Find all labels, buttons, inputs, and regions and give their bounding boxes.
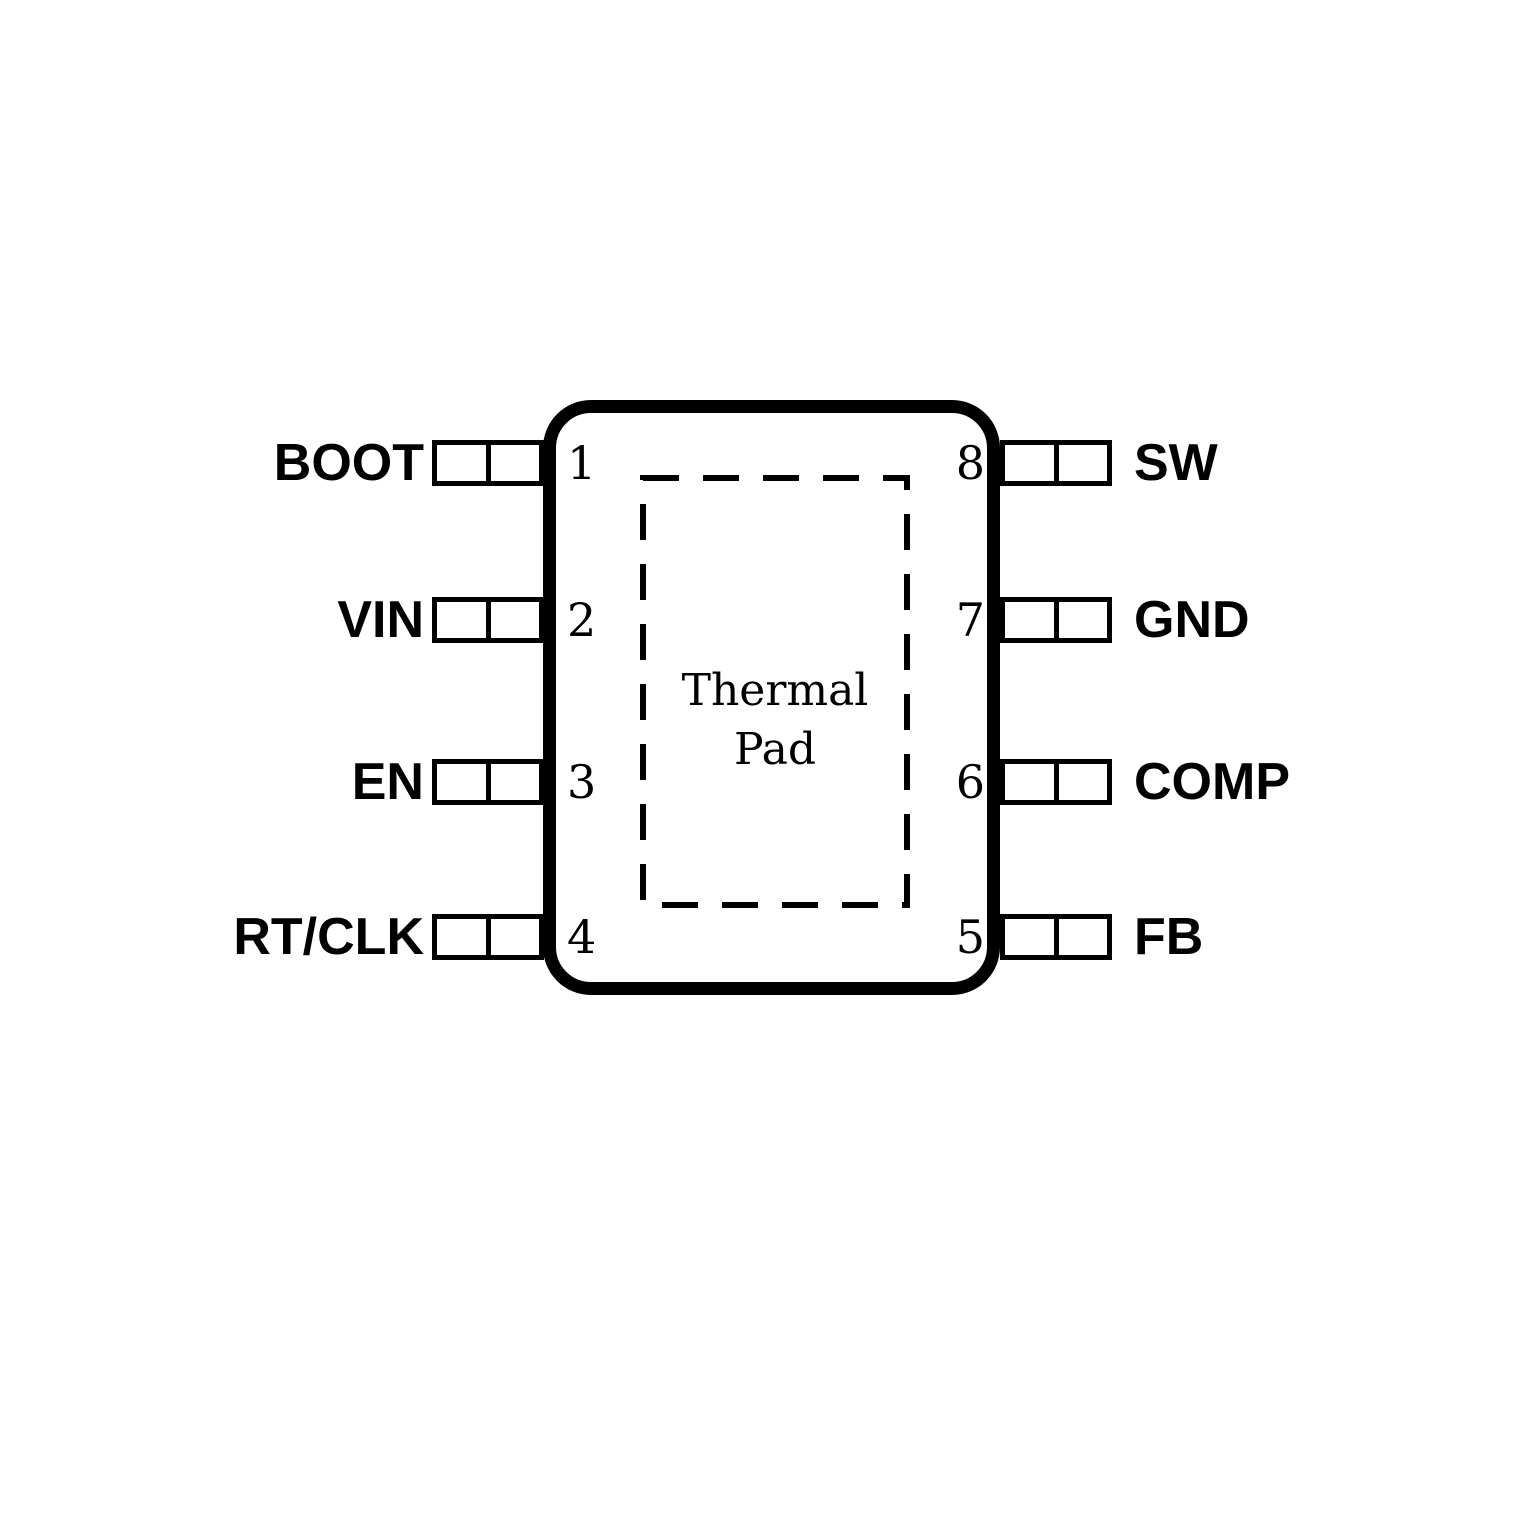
pin-label-boot: BOOT — [273, 434, 424, 492]
pin-pad-4-inner — [485, 919, 540, 955]
pin-pad-3 — [432, 759, 544, 805]
pin-number-6: 6 — [955, 755, 985, 809]
pin-pad-6-inner — [1005, 764, 1054, 800]
pin-number-3: 3 — [567, 755, 597, 809]
pin-pad-4-outer — [437, 919, 486, 955]
pin-pad-3-inner — [485, 764, 540, 800]
pin-number-1: 1 — [567, 436, 597, 490]
pin-pad-8 — [1000, 440, 1112, 486]
pin-pad-6 — [1000, 759, 1112, 805]
pin-pad-7 — [1000, 597, 1112, 643]
pin-label-vin: VIN — [337, 591, 424, 649]
pin-number-7: 7 — [955, 593, 985, 647]
pin-pad-7-inner — [1005, 602, 1054, 638]
pin-pad-2 — [432, 597, 544, 643]
pin-label-gnd: GND — [1134, 591, 1250, 649]
pin-number-4: 4 — [567, 910, 597, 964]
ic-package-body — [543, 400, 1000, 995]
pin-number-5: 5 — [955, 910, 985, 964]
thermal-pad-label: Thermal Pad — [681, 664, 869, 775]
thermal-pad-outline — [640, 475, 910, 908]
pin-pad-8-outer — [1053, 445, 1108, 481]
pin-pad-6-outer — [1053, 764, 1108, 800]
pin-pad-4 — [432, 914, 544, 960]
pin-label-fb: FB — [1134, 908, 1204, 966]
pin-number-8: 8 — [955, 436, 985, 490]
pin-pad-7-outer — [1053, 602, 1108, 638]
pin-pad-2-inner — [485, 602, 540, 638]
pin-pad-3-outer — [437, 764, 486, 800]
pin-label-sw: SW — [1134, 434, 1218, 492]
pin-number-2: 2 — [567, 593, 597, 647]
pin-pad-1-inner — [485, 445, 540, 481]
pin-label-en: EN — [351, 753, 424, 811]
pin-label-comp: COMP — [1134, 753, 1290, 811]
pin-pad-8-inner — [1005, 445, 1054, 481]
pin-pad-5-outer — [1053, 919, 1108, 955]
pin-pad-1 — [432, 440, 544, 486]
pin-pad-5 — [1000, 914, 1112, 960]
pin-pad-5-inner — [1005, 919, 1054, 955]
pin-pad-1-outer — [437, 445, 486, 481]
pin-pad-2-outer — [437, 602, 486, 638]
pin-label-rt-clk: RT/CLK — [233, 908, 424, 966]
